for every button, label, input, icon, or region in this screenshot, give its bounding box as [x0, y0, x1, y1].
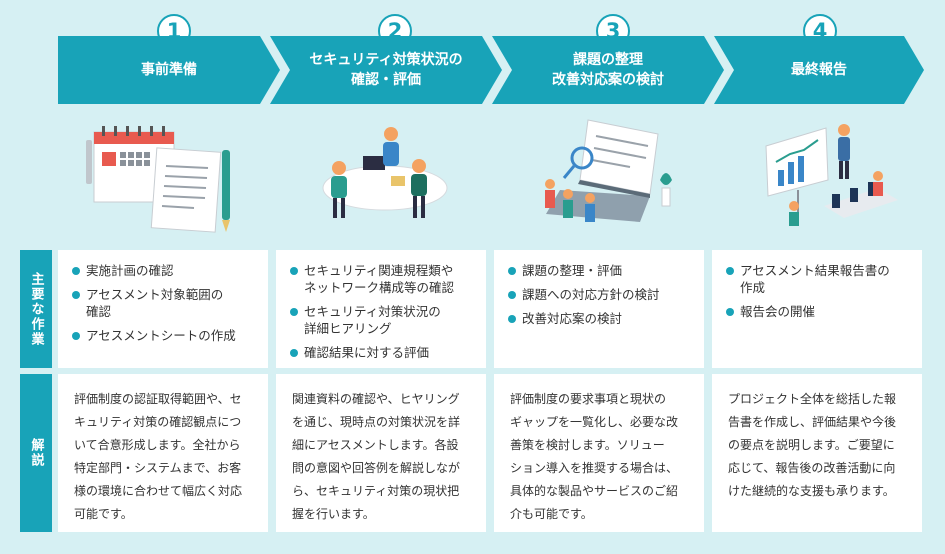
list-item: 改善対応案の検討 [508, 310, 694, 327]
step-4-description: プロジェクト全体を総括した報告書を作成し、評価結果や今後の要点を説明します。ご要… [712, 374, 922, 532]
step-3-title-line1: 課題の整理 [573, 52, 643, 68]
list-item: アセスメント対象範囲の確認 [72, 286, 258, 320]
step-2-banner: セキュリティ対策状況の 確認・評価 [270, 36, 502, 104]
step-2-description: 関連資料の確認や、ヒヤリングを通じ、現時点の対策状況を詳細にアセスメントします。… [276, 374, 486, 532]
step-2-tasks-card: セキュリティ関連規程類やネットワーク構成等の確認 セキュリティ対策状況の詳細ヒア… [276, 250, 486, 368]
step-1-title: 事前準備 [141, 62, 197, 78]
step-1-banner: 事前準備 [58, 36, 280, 104]
step-3-tasks-card: 課題の整理・評価 課題への対応方針の検討 改善対応案の検討 [494, 250, 704, 368]
list-item: 確認結果に対する評価 [290, 344, 476, 361]
list-item: アセスメント結果報告書の作成 [726, 262, 912, 296]
list-item: 課題への対応方針の検討 [508, 286, 694, 303]
step-4-tasks-card: アセスメント結果報告書の作成 報告会の開催 [712, 250, 922, 368]
list-item: セキュリティ対策状況の詳細ヒアリング [290, 303, 476, 337]
laptop-analysis-icon [545, 119, 672, 222]
step-2-title-line1: セキュリティ対策状況の [309, 52, 463, 68]
step-4-title: 最終報告 [791, 62, 847, 78]
calendar-document-icon [86, 126, 230, 233]
list-item: 実施計画の確認 [72, 262, 258, 279]
list-item: アセスメントシートの作成 [72, 327, 258, 344]
row-label-description: 解説 [20, 374, 52, 532]
step-2-title-line2: 確認・評価 [350, 72, 421, 88]
step-4-banner: 最終報告 [714, 36, 924, 104]
step-3-title-line2: 改善対応案の検討 [552, 72, 664, 88]
meeting-people-icon [322, 127, 448, 218]
step-3-banner: 課題の整理 改善対応案の検討 [492, 36, 724, 104]
row-label-tasks: 主要な作業 [20, 250, 52, 368]
step-1-tasks-card: 実施計画の確認 アセスメント対象範囲の確認 アセスメントシートの作成 [58, 250, 268, 368]
list-item: 課題の整理・評価 [508, 262, 694, 279]
presentation-audience-icon [765, 124, 898, 226]
step-1-description: 評価制度の認証取得範囲や、セキュリティ対策の確認観点について合意形成します。全社… [58, 374, 268, 532]
list-item: 報告会の開催 [726, 303, 912, 320]
list-item: セキュリティ関連規程類やネットワーク構成等の確認 [290, 262, 476, 296]
step-3-description: 評価制度の要求事項と現状のギャップを一覧化し、必要な改善策を検討します。ソリュー… [494, 374, 704, 532]
